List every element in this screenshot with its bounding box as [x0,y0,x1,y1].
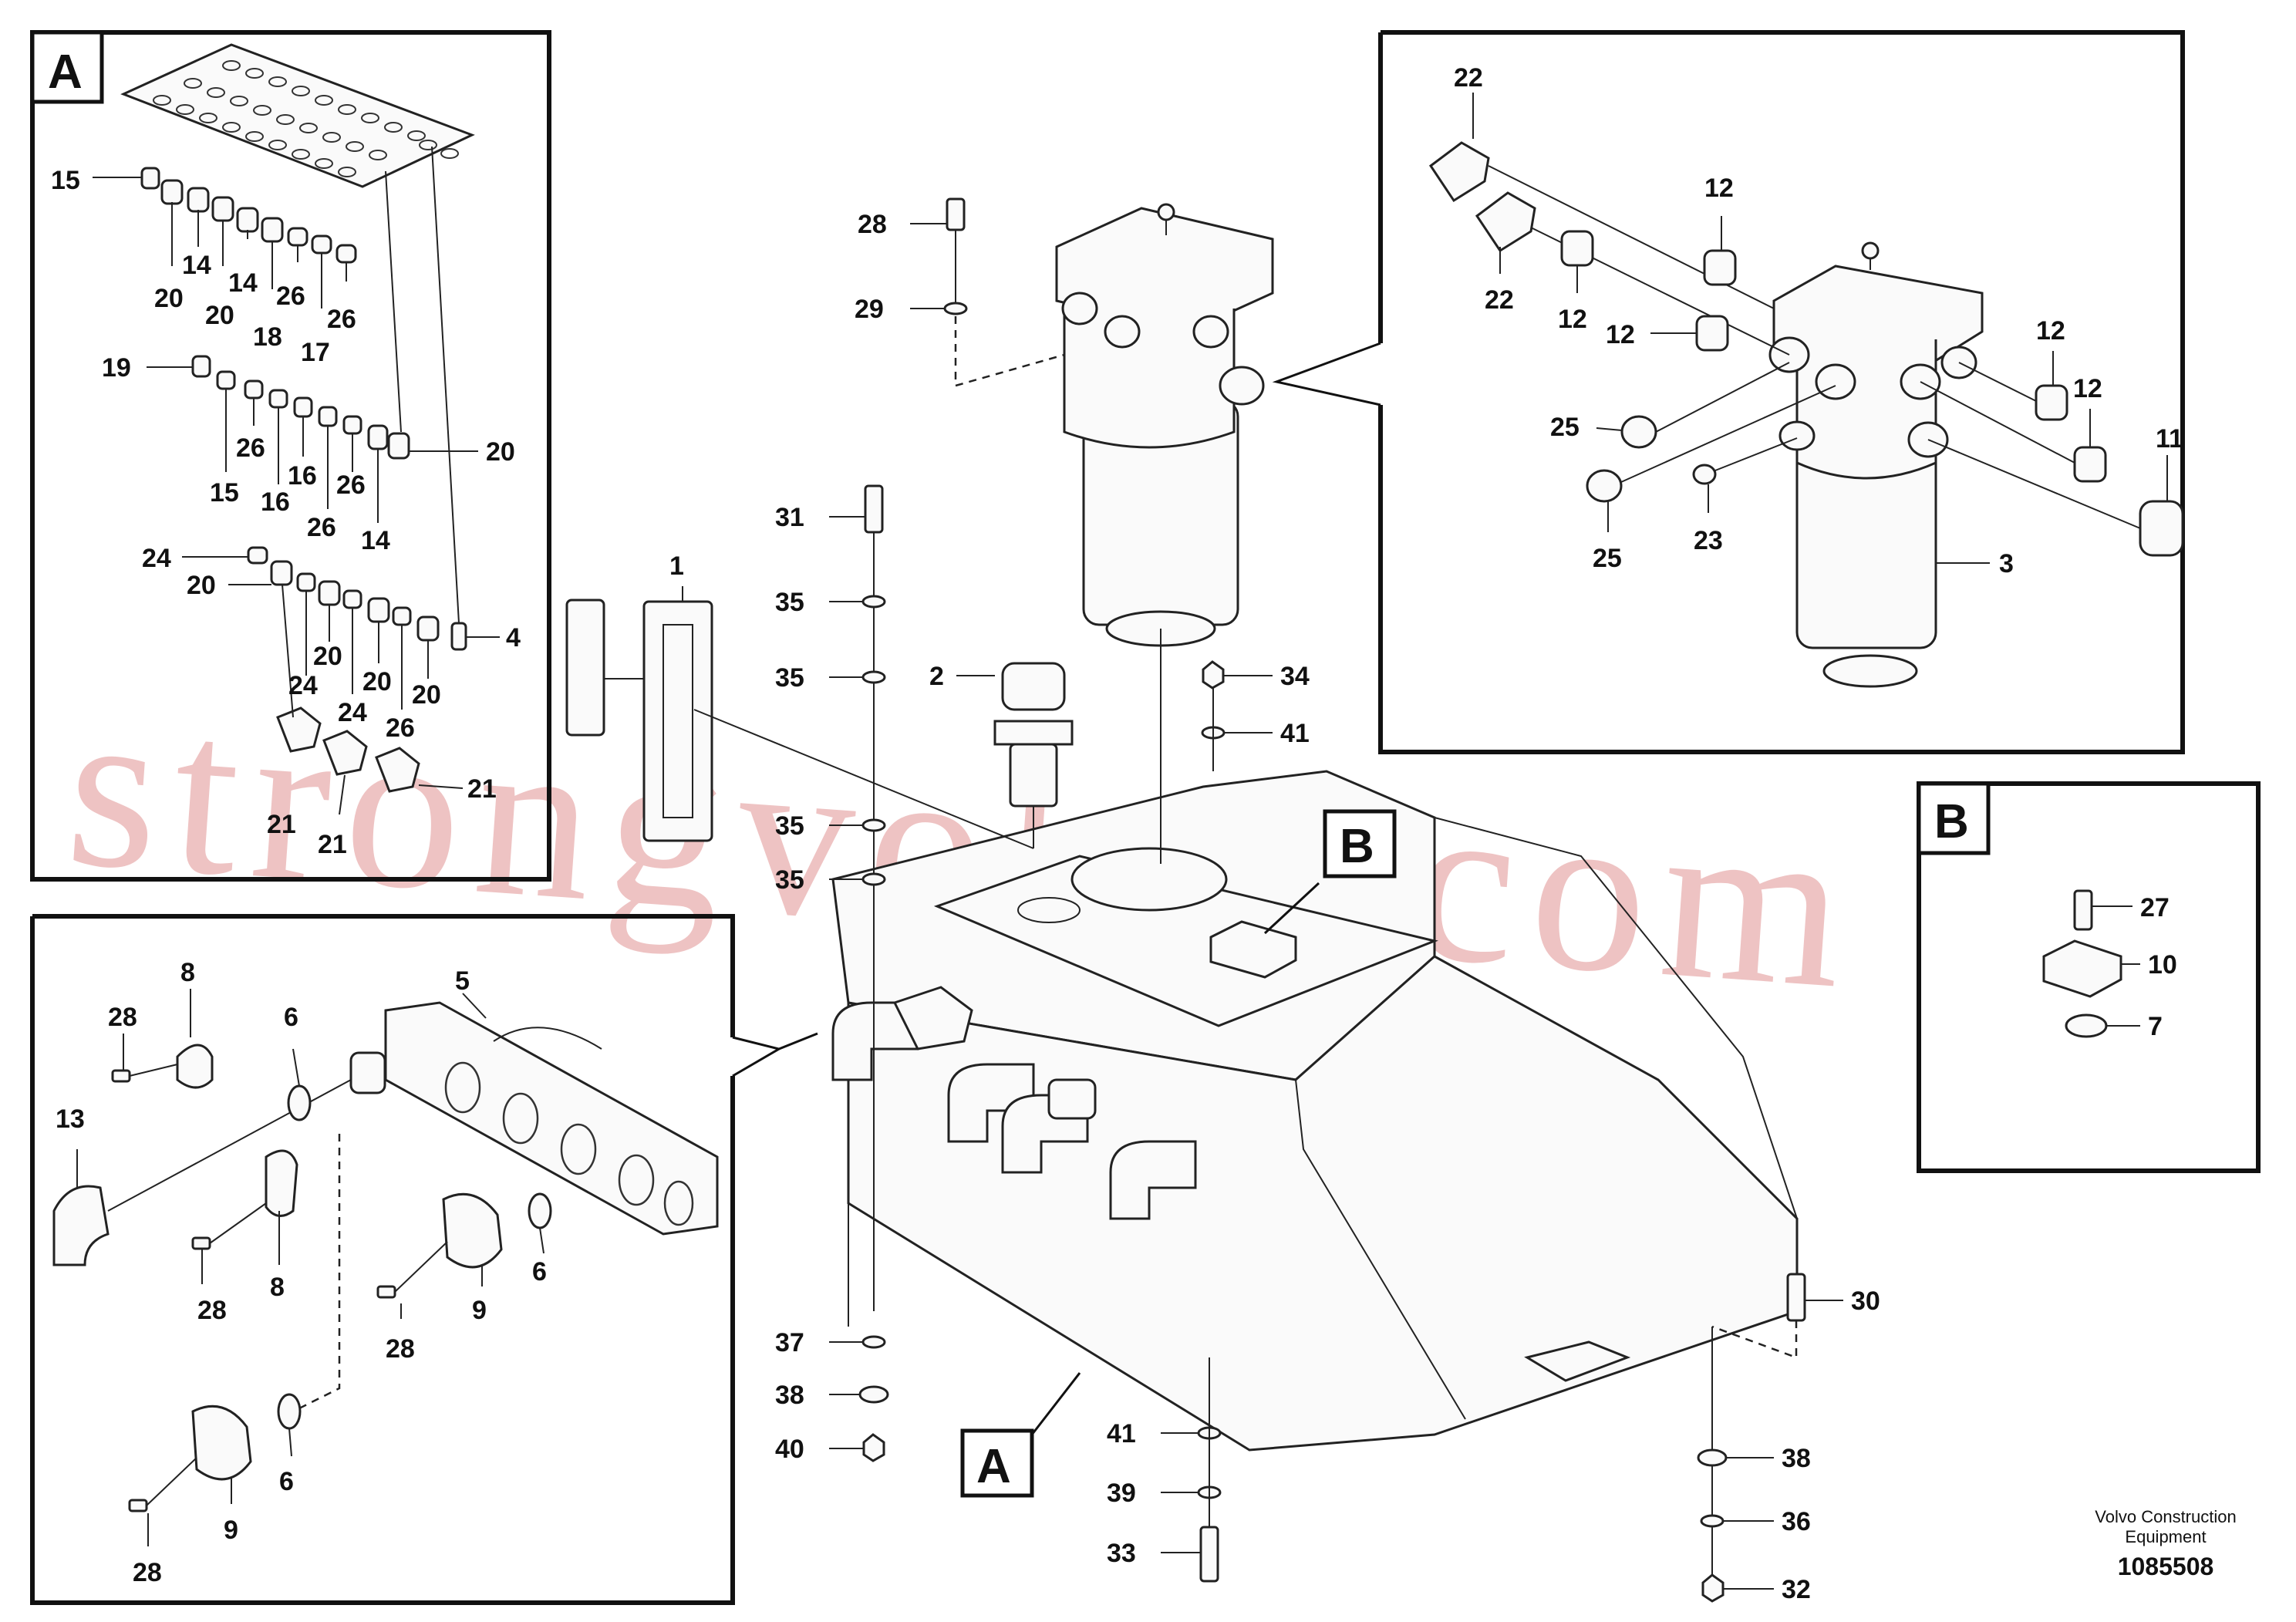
label-22b: 22 [1485,285,1514,315]
label-6c: 6 [279,1467,294,1496]
label-9: 9 [472,1296,487,1325]
label-13: 13 [56,1104,85,1134]
label-18: 18 [253,322,282,352]
label-32: 32 [1782,1575,1811,1604]
label-9b: 9 [224,1516,238,1545]
label-20e: 20 [313,642,342,671]
label-26e: 26 [307,513,336,542]
fittings-row-1 [93,167,357,309]
label-34: 34 [1280,662,1310,691]
label-27: 27 [2140,893,2170,922]
label-20b: 20 [205,301,234,330]
label-2: 2 [929,662,944,691]
label-24b: 24 [288,671,318,700]
detail-frame-a: A [30,30,551,882]
label-14c: 14 [361,526,390,555]
label-15b: 15 [210,478,239,508]
label-20f: 20 [362,667,392,696]
label-24: 24 [142,544,171,573]
label-14: 14 [182,251,211,280]
label-22: 22 [1454,63,1483,93]
label-14b: 14 [228,268,258,298]
label-28e: 28 [858,210,887,239]
label-10: 10 [2148,950,2177,980]
label-15: 15 [51,166,80,195]
label-16b: 16 [261,487,290,517]
label-28: 28 [108,1003,137,1032]
label-41: 41 [1280,719,1310,748]
frame-a-tag: A [48,46,83,99]
label-23: 23 [1694,526,1723,555]
label-38: 38 [775,1381,804,1410]
label-26: 26 [276,282,305,311]
frame-b-tag: B [1934,795,1969,848]
label-20d: 20 [187,571,216,600]
label-8: 8 [180,958,195,987]
label-4: 4 [506,623,521,653]
fittings-row-3 [182,146,500,815]
company-line-2: Equipment [2125,1527,2206,1546]
label-29: 29 [855,295,884,324]
label-38b: 38 [1782,1444,1811,1473]
label-35b: 35 [775,663,804,693]
label-36: 36 [1782,1507,1811,1536]
label-35d: 35 [775,865,804,895]
label-20c: 20 [486,437,515,467]
company-line-1: Volvo Construction [2095,1507,2236,1526]
label-26c: 26 [236,433,265,463]
label-5: 5 [455,966,470,996]
label-31: 31 [775,503,804,532]
label-40: 40 [775,1435,804,1464]
label-35: 35 [775,588,804,617]
label-30: 30 [1851,1286,1880,1316]
label-19: 19 [102,353,131,383]
label-26f: 26 [386,713,415,743]
label-28d: 28 [133,1558,162,1587]
label-3: 3 [1999,549,2014,578]
label-39: 39 [1107,1479,1136,1508]
detail-frame-b: B 27 10 7 [1917,781,2261,1173]
label-6b: 6 [532,1257,547,1286]
label-21b: 21 [318,830,347,859]
label-17: 17 [301,338,330,367]
label-26d: 26 [336,470,366,500]
label-12e: 12 [2073,374,2102,403]
label-26b: 26 [327,305,356,334]
detail-frame-flanges: 5 6 13 8 28 8 28 6 9 [30,914,818,1605]
callout-a: A [976,1440,1011,1493]
label-21: 21 [267,810,296,839]
title-block: Volvo Construction Equipment 1085508 [2095,1507,2236,1580]
label-12d: 12 [2036,316,2065,346]
main-assembly: 1 2 28 29 31 3 [565,197,1880,1604]
label-37: 37 [775,1328,804,1357]
label-41b: 41 [1107,1419,1136,1448]
label-12c: 12 [1606,320,1635,349]
label-25b: 25 [1593,544,1622,573]
drawing-number: 1085508 [2118,1553,2214,1580]
label-20: 20 [154,284,184,313]
label-12b: 12 [1704,174,1734,203]
label-28c: 28 [386,1334,415,1364]
label-7: 7 [2148,1012,2163,1041]
label-6: 6 [284,1003,298,1032]
label-24c: 24 [338,698,367,727]
label-8b: 8 [270,1273,285,1302]
label-16: 16 [288,461,317,491]
label-11: 11 [2156,424,2183,454]
label-1: 1 [669,551,684,581]
label-33: 33 [1107,1539,1136,1568]
label-25: 25 [1550,413,1580,442]
detail-frame-filter: 3 22 22 12 12 12 12 12 [1272,30,2185,754]
label-28b: 28 [197,1296,227,1325]
callout-b: B [1340,820,1374,873]
label-12: 12 [1558,305,1587,334]
label-20g: 20 [412,680,441,710]
fittings-row-2 [147,355,478,523]
manifold-plate [120,43,475,188]
label-21c: 21 [467,774,497,804]
label-35c: 35 [775,811,804,841]
